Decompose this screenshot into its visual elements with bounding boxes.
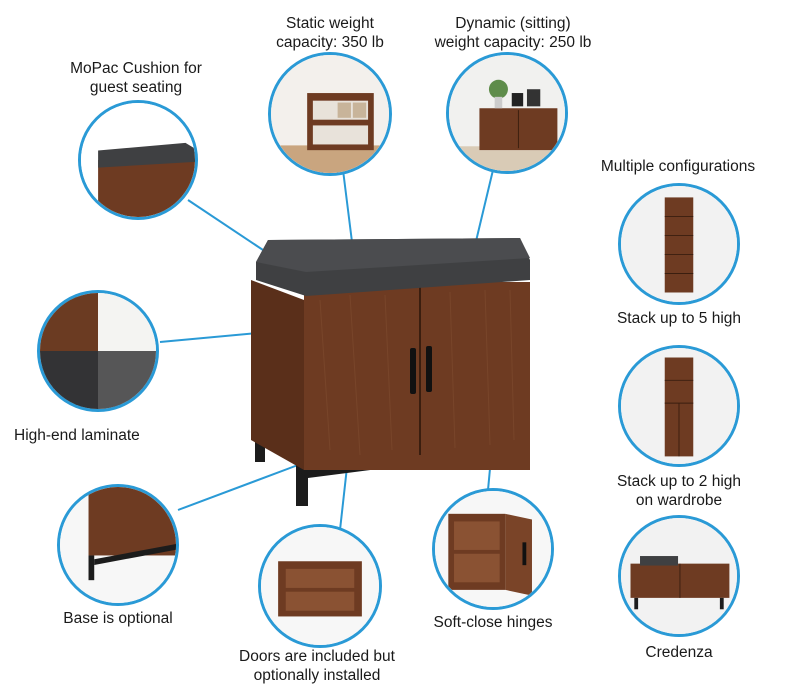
soft-close-hinge-photo — [432, 488, 554, 610]
static-weight-label: Static weight capacity: 350 lb — [276, 15, 384, 51]
cushion-detail-photo — [78, 100, 198, 220]
hinges-label: Soft-close hinges — [433, 614, 553, 631]
bookshelf-photo — [268, 52, 392, 176]
laminate-swatches — [37, 290, 159, 412]
configurations-label: Multiple configurations — [600, 158, 756, 175]
stack-2-photo — [618, 345, 740, 467]
base-label: Base is optional — [63, 610, 173, 627]
cabinet-decor-photo — [446, 52, 568, 174]
dynamic-weight-label: Dynamic (sitting) weight capacity: 250 l… — [434, 15, 592, 51]
credenza-label: Credenza — [645, 644, 713, 661]
stack-5-photo — [618, 183, 740, 305]
optional-base-photo — [57, 484, 179, 606]
stack-2-label: Stack up to 2 high on wardrobe — [616, 473, 742, 509]
cushion-label: MoPac Cushion for guest seating — [70, 60, 202, 96]
doors-label: Doors are included but optionally instal… — [239, 648, 395, 684]
laminate-label: High-end laminate — [14, 427, 140, 444]
no-doors-photo — [258, 524, 382, 648]
stack-5-label: Stack up to 5 high — [616, 310, 742, 327]
credenza-photo — [618, 515, 740, 637]
